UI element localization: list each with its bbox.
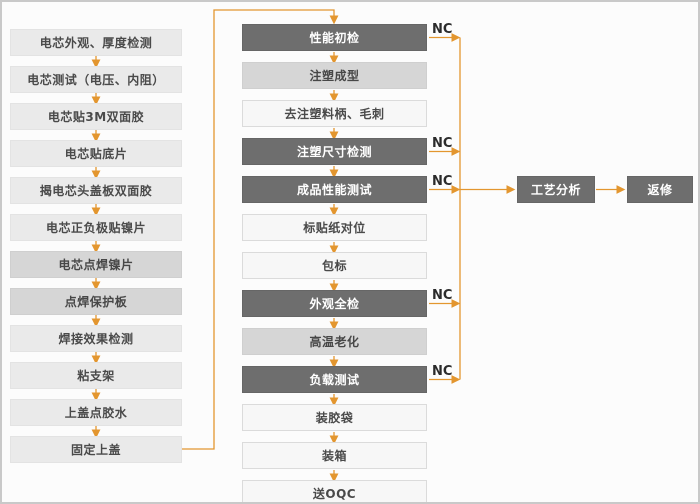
flow-step-inspection: 成品性能测试	[242, 176, 427, 203]
nc-label: NC	[432, 174, 453, 189]
flow-step: 装胶袋	[242, 404, 427, 431]
nc-label: NC	[432, 22, 453, 37]
flow-step: 固定上盖	[10, 436, 182, 463]
flow-step-rework: 返修	[627, 176, 693, 203]
flow-step: 电芯外观、厚度检测	[10, 29, 182, 56]
flow-step-inspection: 注塑尺寸检测	[242, 138, 427, 165]
flow-step: 高温老化	[242, 328, 427, 355]
flow-step: 粘支架	[10, 362, 182, 389]
flow-step-inspection: 性能初检	[242, 24, 427, 51]
flow-step: 注塑成型	[242, 62, 427, 89]
flow-step: 标贴纸对位	[242, 214, 427, 241]
flow-step: 电芯点焊镍片	[10, 251, 182, 278]
flow-step-inspection: 负载测试	[242, 366, 427, 393]
flow-step: 电芯测试（电压、内阻）	[10, 66, 182, 93]
nc-label: NC	[432, 136, 453, 151]
nc-label: NC	[432, 364, 453, 379]
flow-step-inspection: 外观全检	[242, 290, 427, 317]
flow-step: 揭电芯头盖板双面胶	[10, 177, 182, 204]
flow-step: 上盖点胶水	[10, 399, 182, 426]
nc-label: NC	[432, 288, 453, 303]
flow-step: 包标	[242, 252, 427, 279]
flow-step-process-analysis: 工艺分析	[517, 176, 595, 203]
flow-step: 点焊保护板	[10, 288, 182, 315]
flow-step: 装箱	[242, 442, 427, 469]
flow-step: 去注塑料柄、毛刺	[242, 100, 427, 127]
flow-step: 焊接效果检测	[10, 325, 182, 352]
flow-step: 电芯贴3M双面胶	[10, 103, 182, 130]
flow-step: 电芯贴底片	[10, 140, 182, 167]
flow-step: 送OQC	[242, 480, 427, 502]
flow-step: 电芯正负极贴镍片	[10, 214, 182, 241]
